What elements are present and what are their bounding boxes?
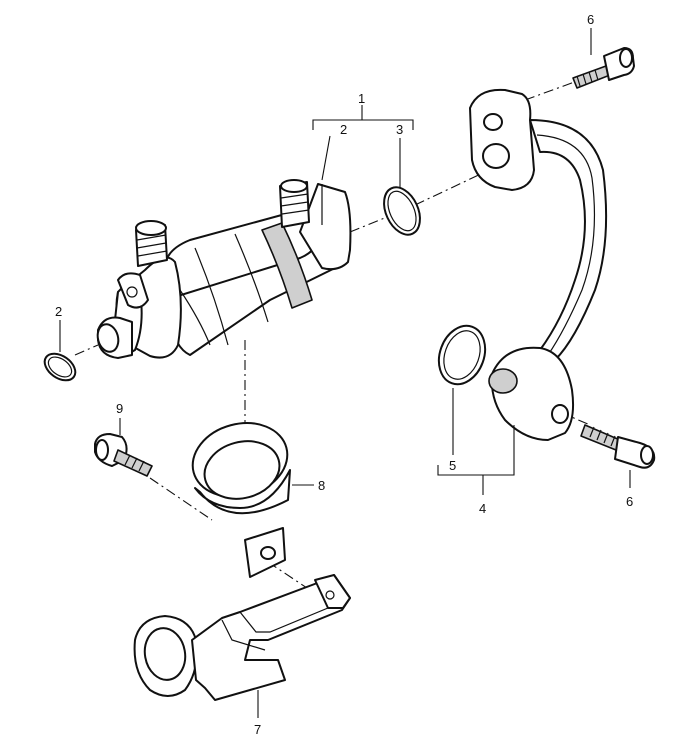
o-ring-3: [383, 186, 421, 236]
callout-2-top: 2: [340, 122, 347, 137]
callout-7: 7: [254, 722, 261, 737]
callout-3: 3: [396, 122, 403, 137]
leader-lines: [59, 28, 631, 718]
bolt-upper: [572, 47, 635, 89]
bracket: [133, 574, 351, 701]
callout-8: 8: [318, 478, 325, 493]
callout-4: 4: [479, 501, 486, 516]
callout-9: 9: [116, 401, 123, 416]
callout-2-left: 2: [55, 304, 62, 319]
mounting-clamp: [191, 422, 291, 578]
callout-5: 5: [449, 458, 456, 473]
bolt-lower: [580, 424, 656, 469]
callout-6-bottom: 6: [626, 494, 633, 509]
refrigerant-pipe: [469, 88, 608, 441]
callout-1: 1: [358, 91, 365, 106]
o-ring-5: [437, 324, 487, 386]
bolt-9: [94, 433, 153, 477]
o-ring-2: [43, 352, 77, 382]
receiver-drier: [96, 179, 352, 359]
callout-labels: 1 2 2 3 4 5 6 6 7 8 9: [55, 12, 633, 737]
callout-6-top: 6: [587, 12, 594, 27]
